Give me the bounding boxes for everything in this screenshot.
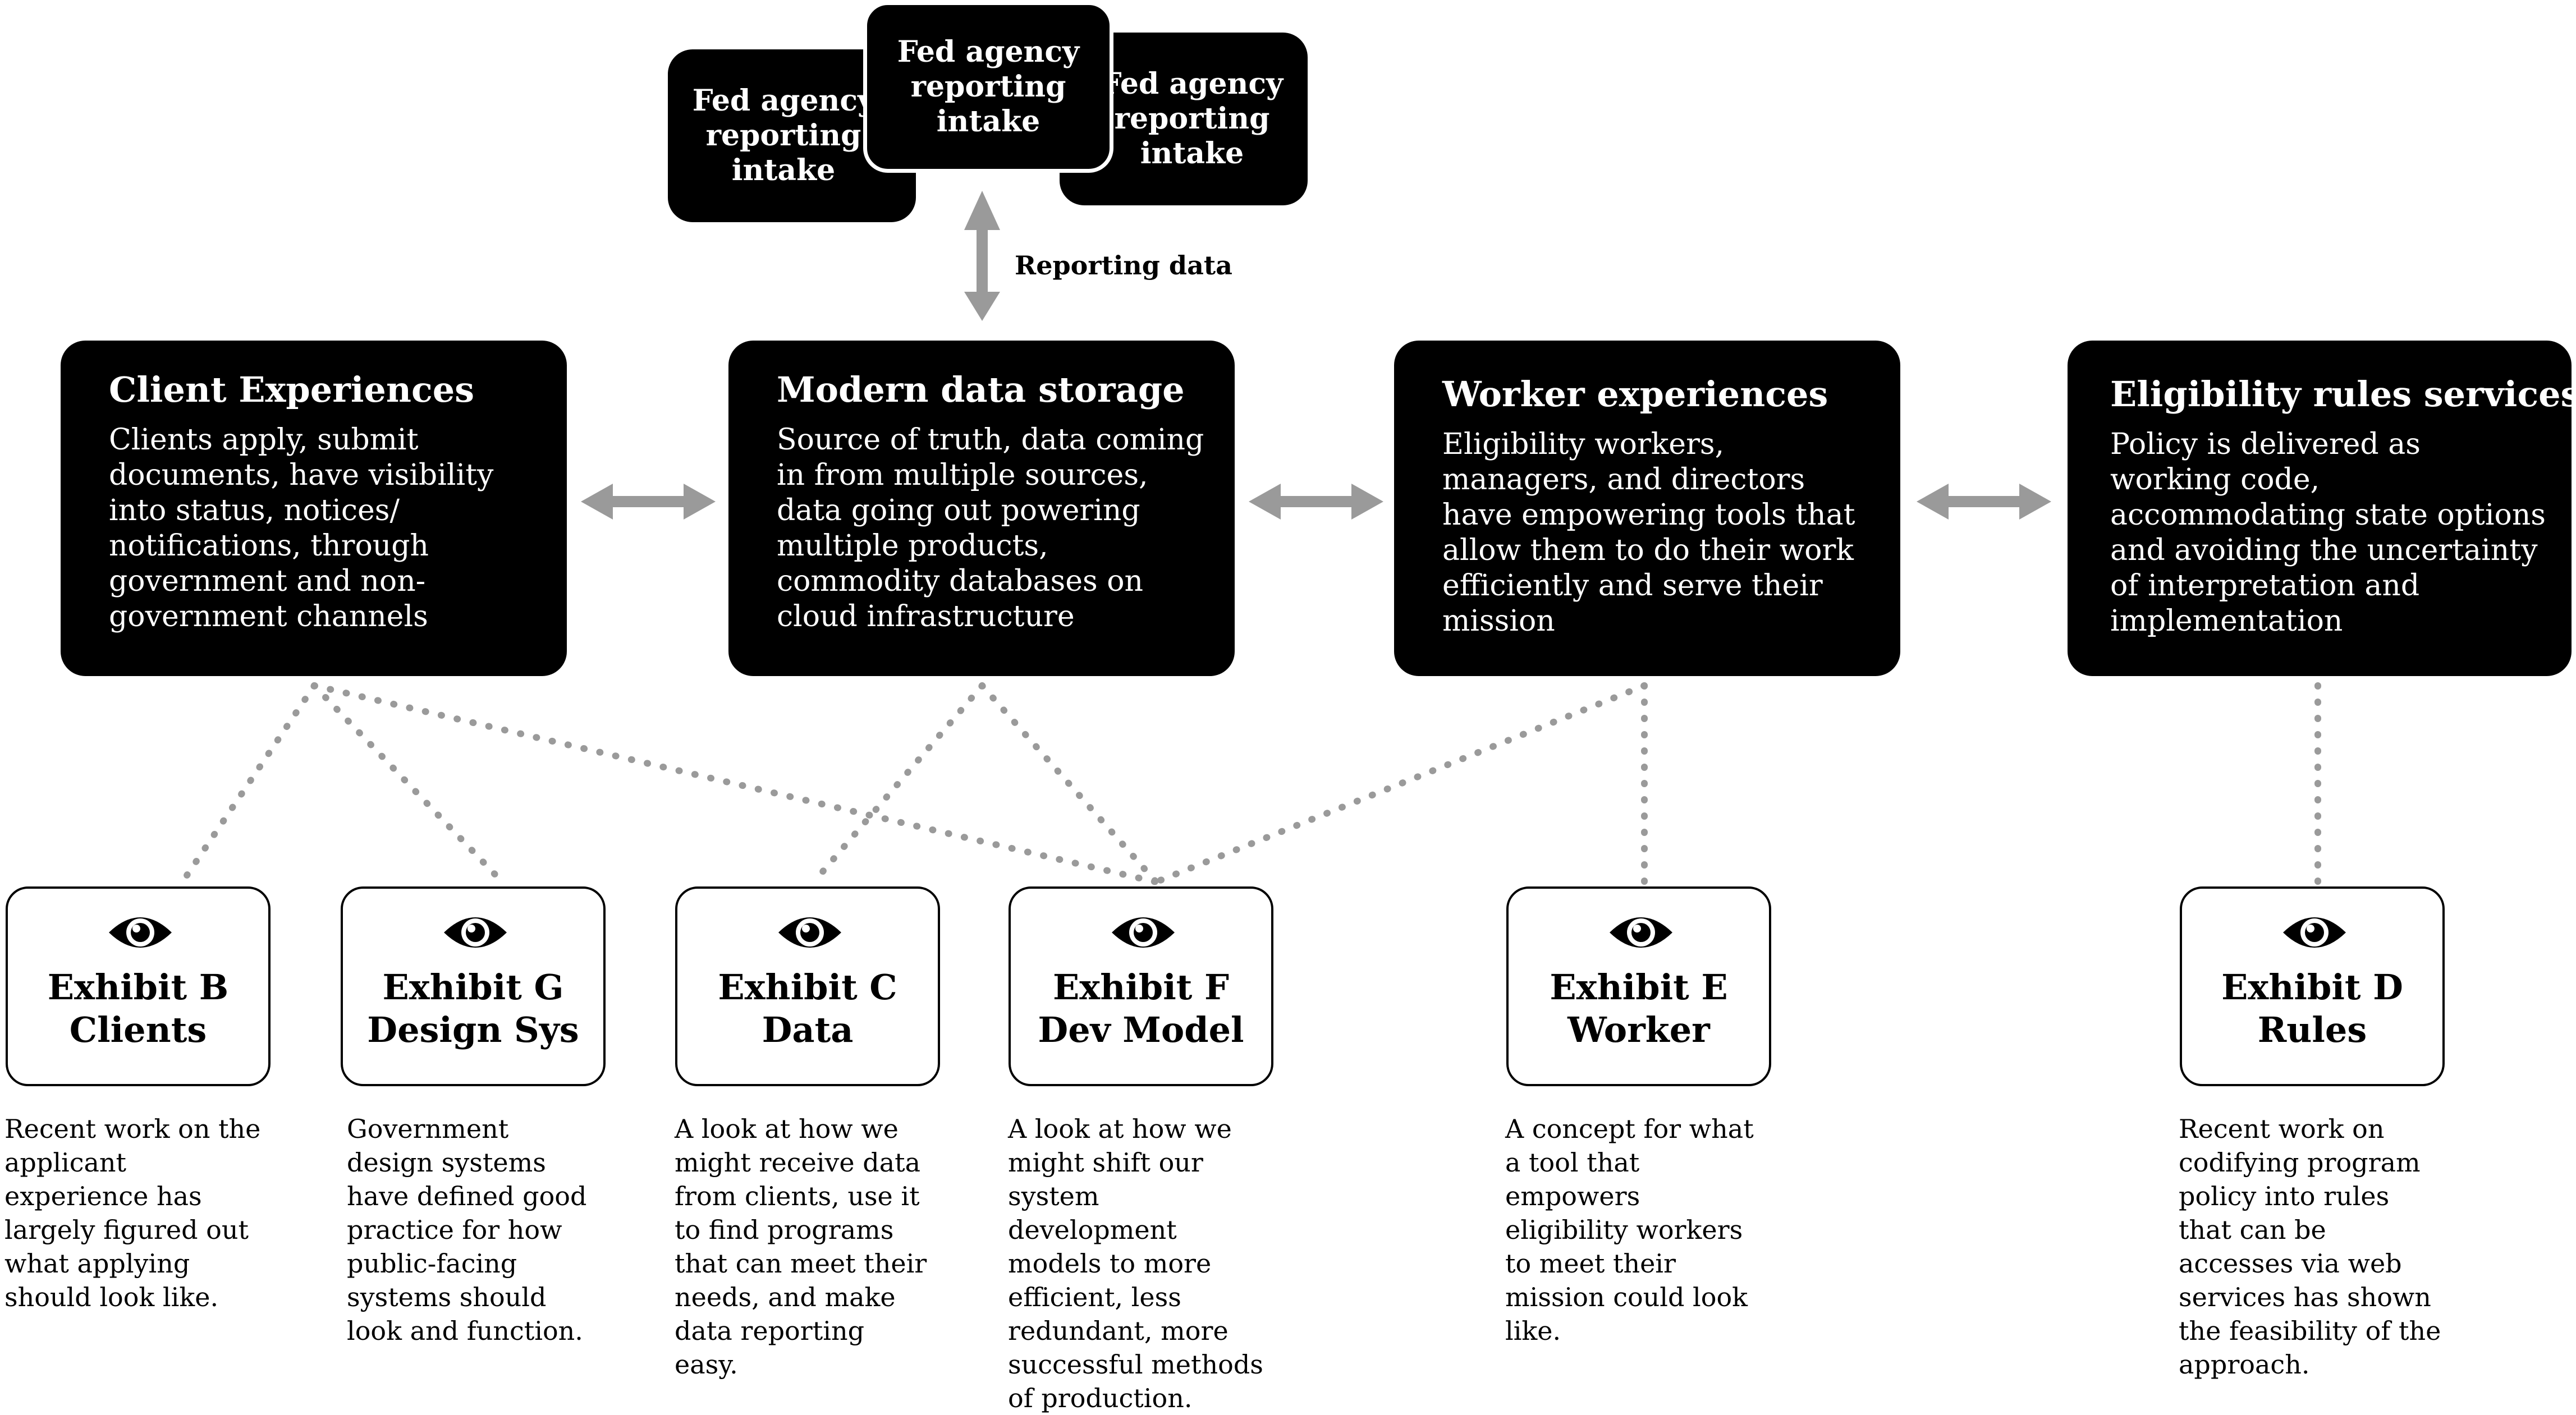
- box-description: Source of truth, data coming in from mul…: [777, 423, 1204, 633]
- exhibit-d-card[interactable]: Exhibit D Rules: [2180, 886, 2445, 1086]
- worker-experiences-box: Worker experiences Eligibility workers, …: [1394, 341, 1900, 676]
- arrows: [581, 191, 2051, 520]
- exhibit-e-description: A concept for what a tool that empowers …: [1505, 1114, 1754, 1346]
- double-arrow-worker-rules: [1917, 484, 2051, 520]
- exhibit-label: Exhibit F Dev Model: [1038, 967, 1244, 1050]
- exhibit-label: Exhibit E Worker: [1550, 967, 1728, 1050]
- eye-icon: [444, 917, 507, 948]
- exhibit-label: Exhibit G Design Sys: [367, 967, 579, 1050]
- exhibit-b-card[interactable]: Exhibit B Clients: [6, 886, 271, 1086]
- exhibit-f-description: A look at how we might shift our system …: [1008, 1114, 1263, 1413]
- client-experiences-box: Client Experiences Clients apply, submit…: [61, 341, 567, 676]
- exhibit-g-card[interactable]: Exhibit G Design Sys: [341, 886, 606, 1086]
- double-arrow-reporting: [964, 191, 1000, 321]
- box-description: Clients apply, submit documents, have vi…: [109, 423, 494, 633]
- exhibit-d-description: Recent work on codifying program policy …: [2179, 1114, 2441, 1380]
- dotted-connectors: [179, 682, 2321, 885]
- exhibit-e-card[interactable]: Exhibit E Worker: [1506, 886, 1771, 1086]
- exhibit-label: Exhibit C Data: [718, 967, 897, 1050]
- exhibit-f-card[interactable]: Exhibit F Dev Model: [1009, 886, 1273, 1086]
- link-worker-exhibit-f: [1153, 682, 1648, 885]
- fed-agency-label: Fed agency reporting intake: [1101, 67, 1284, 171]
- fed-agency-label: Fed agency reporting intake: [897, 35, 1080, 139]
- box-title: Eligibility rules services: [2110, 374, 2576, 415]
- exhibit-c-card[interactable]: Exhibit C Data: [675, 886, 940, 1086]
- fed-agency-box-middle: Fed agency reporting intake: [863, 1, 1113, 173]
- link-client-exhibit-f: [311, 682, 1159, 885]
- link-client-exhibit-g: [311, 682, 506, 885]
- link-storage-exhibit-c: [810, 682, 986, 885]
- exhibit-c-description: A look at how we might receive data from…: [675, 1114, 927, 1380]
- box-description: Policy is delivered as working code, acc…: [2110, 428, 2546, 638]
- exhibit-b-description: Recent work on the applicant experience …: [4, 1114, 261, 1312]
- fed-agency-label: Fed agency reporting intake: [692, 84, 875, 187]
- eye-icon: [778, 917, 841, 948]
- eye-icon: [1610, 917, 1672, 948]
- reporting-data-label: Reporting data: [1015, 250, 1232, 281]
- modern-data-storage-box: Modern data storage Source of truth, dat…: [728, 341, 1235, 676]
- exhibit-label: Exhibit B Clients: [47, 967, 229, 1050]
- eye-icon: [1112, 917, 1175, 948]
- eye-icon: [2283, 917, 2346, 948]
- link-client-exhibit-b: [179, 682, 318, 885]
- exhibit-label: Exhibit D Rules: [2221, 967, 2403, 1050]
- eye-icon: [109, 917, 172, 948]
- box-title: Modern data storage: [777, 369, 1185, 410]
- eligibility-rules-services-box: Eligibility rules services Policy is del…: [2068, 341, 2576, 676]
- double-arrow-client-storage: [581, 484, 716, 520]
- exhibit-g-description: Government design systems have defined g…: [347, 1114, 587, 1346]
- link-storage-exhibit-f: [979, 682, 1159, 885]
- box-title: Client Experiences: [109, 369, 475, 410]
- double-arrow-storage-worker: [1249, 484, 1383, 520]
- box-title: Worker experiences: [1442, 374, 1828, 415]
- box-description: Eligibility workers, managers, and direc…: [1442, 428, 1855, 638]
